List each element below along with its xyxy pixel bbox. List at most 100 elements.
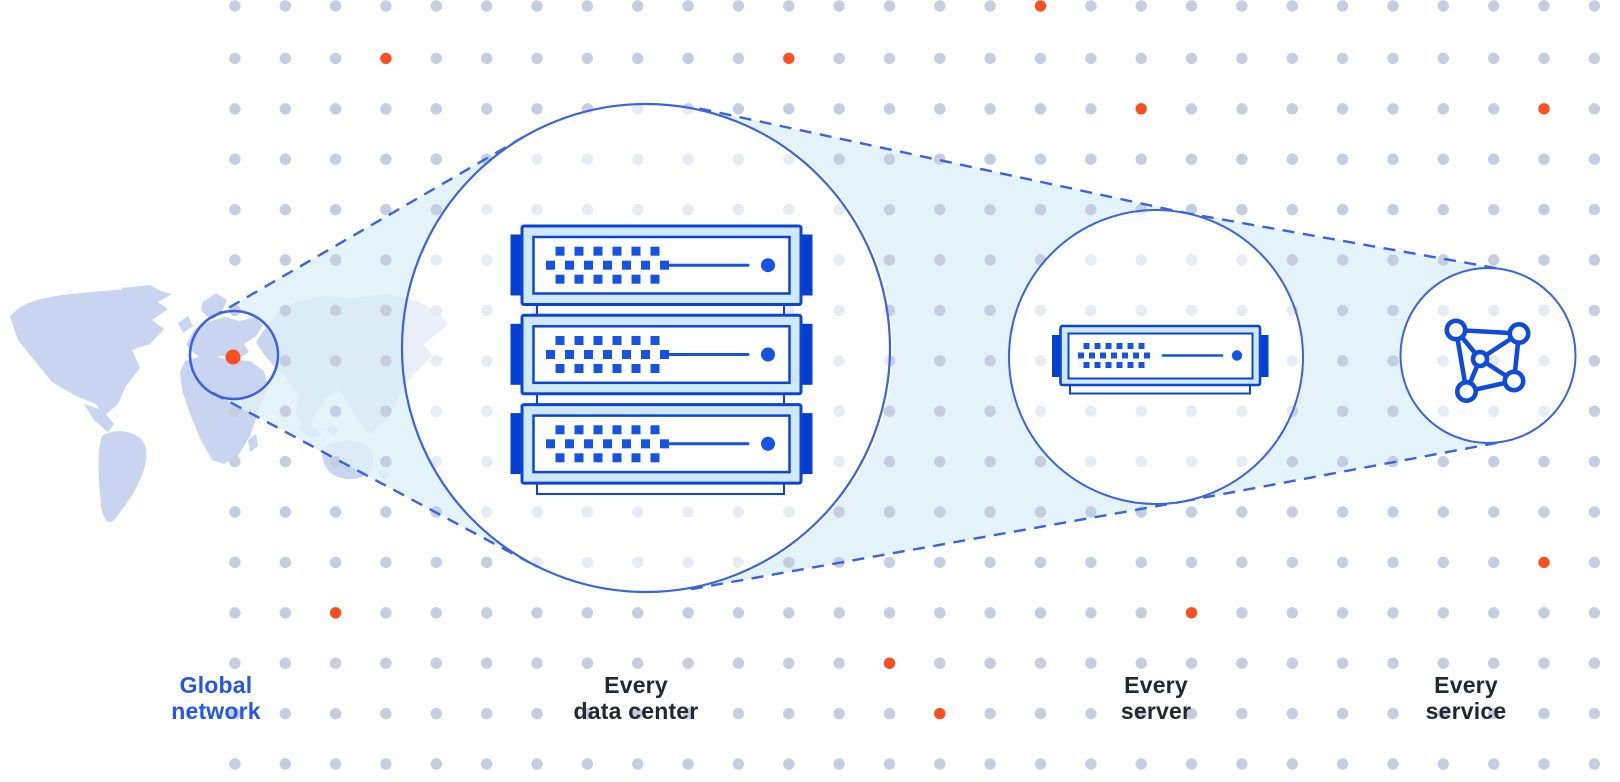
grid-dot: [883, 153, 896, 165]
grid-dot: [1588, 254, 1601, 266]
grid-dot: [732, 758, 745, 770]
grid-dot: [430, 607, 442, 619]
grid-dot: [1034, 707, 1047, 720]
grid-dot: [380, 254, 392, 266]
grid-dot: [279, 153, 291, 165]
grid-dot: [984, 203, 996, 216]
grid-dot: [984, 304, 996, 317]
grid-dot: [883, 405, 896, 417]
grid-dot: [329, 0, 342, 12]
grid-dot: [481, 707, 493, 720]
grid-dot: [1336, 556, 1349, 569]
grid-dot: [279, 707, 291, 720]
grid-dot: [430, 203, 442, 216]
grid-dot: [380, 455, 392, 468]
grid-dot: [531, 0, 543, 12]
grid-dot: [783, 607, 795, 619]
grid-dot: [1488, 657, 1500, 669]
grid-dot: [1185, 758, 1198, 770]
grid-dot: [430, 153, 442, 165]
grid-dot: [984, 455, 996, 468]
grid-dot: [632, 0, 644, 12]
grid-dot: [1085, 556, 1097, 569]
grid-dot: [883, 254, 896, 266]
map-zoom-circle: [188, 309, 280, 401]
grid-dot: [833, 506, 845, 518]
grid-dot: [380, 103, 392, 115]
grid-dot: [1488, 506, 1500, 518]
grid-dot: [1588, 103, 1601, 115]
grid-dot: [1135, 556, 1147, 569]
grid-dot: [430, 657, 442, 669]
label-every-data-center: Every data center: [506, 672, 766, 724]
rack-tab: [510, 413, 523, 475]
grid-dot: [1085, 758, 1097, 770]
server-led: [761, 436, 775, 451]
grid-dot: [329, 506, 342, 518]
grid-dot: [1034, 657, 1047, 669]
grid-dot: [883, 52, 896, 65]
grid-dot: [883, 455, 896, 468]
grid-dot: [1236, 0, 1248, 12]
grid-dot: [1236, 607, 1248, 619]
grid-dot: [279, 203, 291, 216]
grid-dot: [934, 304, 946, 317]
grid-dot: [1236, 556, 1248, 569]
grid-dot: [934, 506, 946, 518]
grid-dot: [984, 657, 996, 669]
label-every-service: Every service: [1336, 672, 1596, 724]
grid-dot: [380, 0, 392, 12]
grid-dot: [430, 556, 442, 569]
grid-dot: [329, 203, 342, 216]
grid-dot: [229, 455, 241, 468]
grid-dot: [329, 405, 342, 417]
grid-dot: [229, 153, 241, 165]
grid-dot: [1336, 103, 1349, 115]
mesh-network-icon: [1444, 318, 1531, 403]
grid-dot: [430, 103, 442, 115]
grid-dot: [1336, 0, 1349, 12]
grid-dot: [581, 0, 594, 12]
label-every-server: Every server: [1026, 672, 1286, 724]
grid-dot: [581, 758, 594, 770]
grid-dot: [279, 657, 291, 669]
grid-dot: [1185, 707, 1198, 720]
grid-dot: [229, 203, 241, 216]
label-line: Every: [1124, 672, 1188, 698]
grid-dot: [1236, 103, 1248, 115]
grid-dot: [1387, 355, 1399, 367]
grid-dot-orange: [1185, 607, 1198, 619]
grid-dot: [1236, 657, 1248, 669]
grid-dot-orange: [1034, 0, 1047, 12]
grid-dot: [380, 607, 392, 619]
grid-dot: [1588, 455, 1601, 468]
grid-dot-orange: [1135, 103, 1147, 115]
grid-dot: [1286, 556, 1299, 569]
grid-dot: [229, 506, 241, 518]
grid-dot: [1387, 758, 1399, 770]
grid-dot: [984, 607, 996, 619]
grid-dot: [279, 405, 291, 417]
grid-dot: [1085, 707, 1097, 720]
grid-dot: [1387, 607, 1399, 619]
grid-dot: [229, 52, 241, 65]
grid-dot: [1085, 607, 1097, 619]
grid-dot: [1336, 203, 1349, 216]
grid-dot: [1236, 153, 1248, 165]
grid-dot: [380, 506, 392, 518]
server-led: [1231, 350, 1243, 361]
grid-dot: [732, 707, 745, 720]
grid-dot: [279, 556, 291, 569]
grid-dot: [632, 707, 644, 720]
grid-dot: [1034, 455, 1047, 468]
grid-dot: [1538, 657, 1550, 669]
grid-dot: [279, 254, 291, 266]
grid-dot: [1488, 52, 1500, 65]
grid-dot: [1488, 556, 1500, 569]
grid-dot: [1286, 0, 1299, 12]
grid-dot: [1286, 203, 1299, 216]
grid-dot: [1336, 707, 1349, 720]
grid-dot: [984, 355, 996, 367]
dashed-tangent-line: [1182, 440, 1505, 503]
